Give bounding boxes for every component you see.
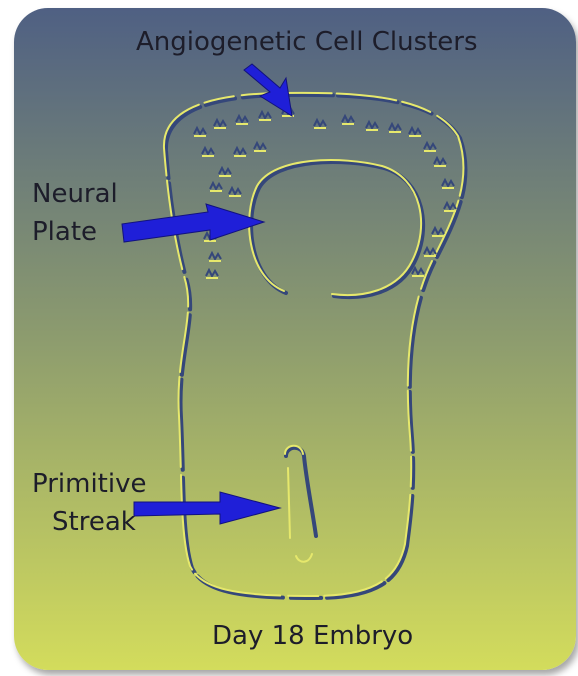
cell-clusters-label: Angiogenetic Cell Clusters: [136, 27, 478, 57]
embryo-diagram: Angiogenetic Cell Clusters Neural Plate …: [14, 8, 576, 670]
diagram-frame: Angiogenetic Cell Clusters Neural Plate …: [14, 8, 576, 670]
caption: Day 18 Embryo: [212, 621, 413, 651]
primitive-streak-label-line1: Primitive: [32, 469, 147, 499]
neural-plate-label-line2: Plate: [32, 217, 97, 247]
primitive-streak-label-line2: Streak: [52, 507, 136, 537]
neural-plate-label-line1: Neural: [32, 179, 118, 209]
background: [14, 8, 576, 670]
